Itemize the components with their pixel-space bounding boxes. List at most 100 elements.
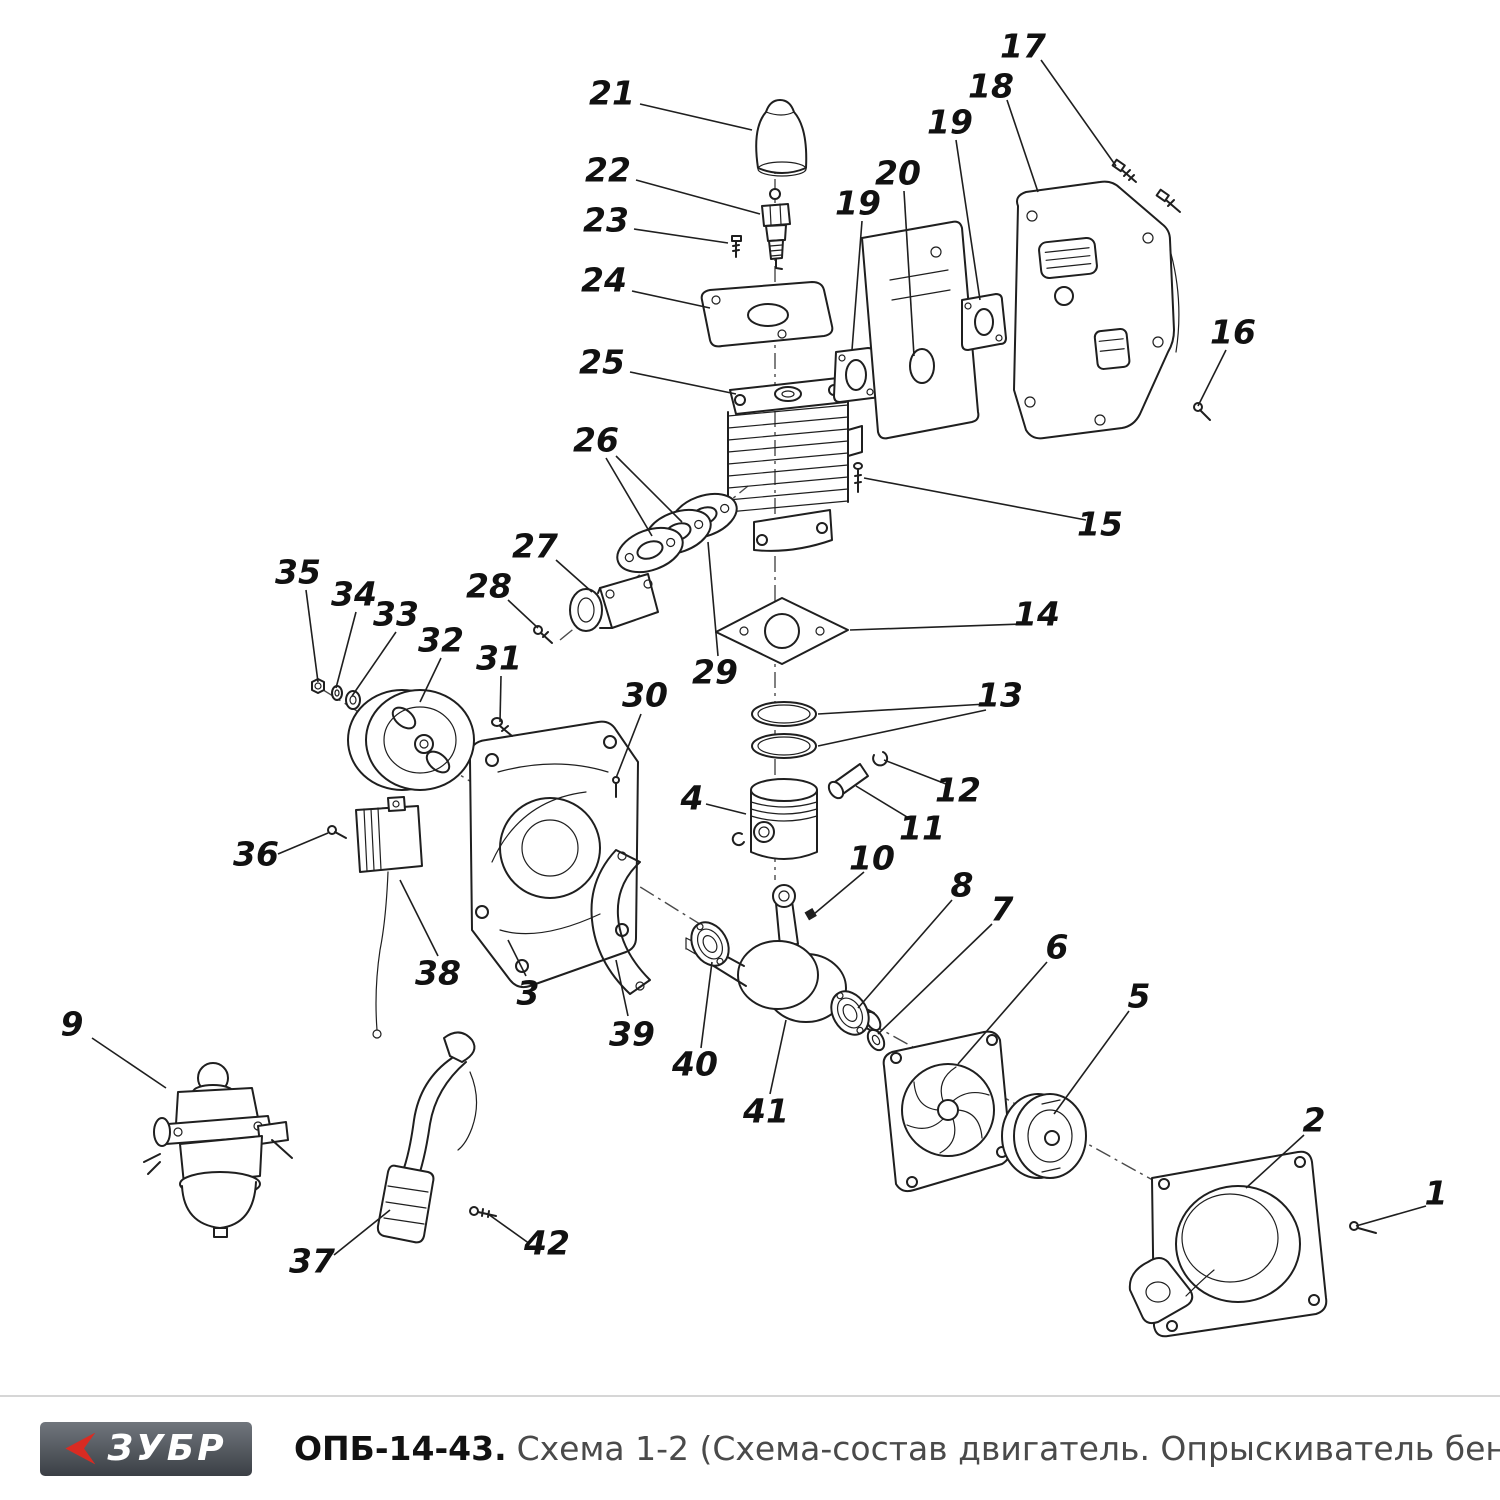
bearing-8 [830,990,870,1036]
part-number-label: 13 [977,676,1023,715]
part-number-label: 24 [581,261,627,300]
part-number-label: 19 [927,103,973,142]
part-number-label: 23 [583,201,629,240]
spark-plug [761,188,791,270]
leader-line [277,832,329,855]
muffler-plate [861,220,980,440]
leader-line [91,1037,167,1089]
cylinder-base-gasket [715,597,849,665]
bearing-40 [690,921,730,967]
starter-cup [1001,1093,1087,1179]
leader-lines [91,59,1427,1256]
leader-line [333,1209,391,1256]
screw-23 [731,235,742,258]
piston-pin [827,763,869,800]
leader-line [1040,59,1117,167]
part-number-label: 17 [1000,27,1046,66]
footer-caption: ОПБ-14-43.Схема 1-2 (Схема-состав двигат… [294,1429,1500,1468]
part-number-label: 39 [609,1015,655,1054]
leader-line [849,623,1024,631]
leader-line [700,961,713,1049]
leader-line [855,785,913,821]
leader-line [615,959,629,1017]
leader-line [813,871,865,915]
cylinder [727,377,863,552]
part-number-label: 40 [671,1045,718,1084]
zubr-logo: ЗУБР [40,1421,252,1476]
part-number-label: 1 [1425,1174,1448,1213]
part-number-label: 14 [1014,595,1060,634]
leader-line [1006,99,1039,193]
leader-line [507,599,539,629]
part-number-label: 15 [1077,505,1123,544]
leader-line [707,541,719,657]
spark-plug-cap [755,99,808,177]
leader-line [883,759,947,785]
part-number-label: 28 [466,567,512,606]
recoil-starter [1128,1150,1328,1338]
screw-36 [327,825,347,839]
zubr-arrow-icon [65,1432,96,1465]
part-number-label: 3 [517,974,540,1013]
leader-line [1355,1205,1427,1227]
part-number-label: 38 [415,954,461,993]
part-number-label: 34 [331,575,377,614]
leader-line [487,1213,531,1245]
part-number-label: 7 [991,890,1014,929]
screw-42 [469,1206,497,1218]
screw-31 [491,717,513,737]
part-number-label: 29 [692,653,738,692]
leader-line [629,371,737,395]
piston [731,778,818,860]
part-number-label: 30 [622,676,668,715]
screw-17b [1155,188,1181,213]
footer-scheme-title: Схема 1-2 (Схема-состав двигатель. Опрыс… [516,1429,1500,1468]
part-number-label: 37 [289,1242,335,1281]
leader-line [877,923,993,1035]
leader-line [615,455,683,523]
part-number-label: 33 [373,595,419,634]
crankcase-gasket [590,849,651,995]
part-number-label: 27 [512,527,558,566]
part-number-label: 2 [1303,1101,1326,1140]
fuel-pickup [376,1031,478,1244]
part-number-label: 5 [1128,977,1151,1016]
muffler-gasket-right [961,293,1007,351]
part-number-label: 26 [573,421,619,460]
footer-model-code: ОПБ-14-43. [294,1429,507,1468]
intake-gaskets [616,492,738,574]
part-number-label: 16 [1210,313,1256,352]
footer-bar: ЗУБР ОПБ-14-43.Схема 1-2 (Схема-состав д… [0,1395,1500,1500]
part-number-label: 21 [589,74,635,113]
screw-16 [1193,402,1211,421]
leader-line [635,179,761,215]
part-number-label: 31 [476,639,522,678]
leader-line [817,709,987,747]
part-number-label: 18 [968,67,1014,106]
leader-line [863,477,1087,521]
part-number-label: 8 [951,866,974,905]
part-number-label: 19 [835,184,881,223]
leader-line [335,611,357,689]
leader-line [615,713,642,779]
part-number-label: 22 [585,151,631,190]
leader-line [419,657,442,703]
crankcase-half [468,720,639,989]
part-number-label: 32 [418,621,464,660]
leader-line [705,803,747,815]
ignition-coil [355,796,423,1039]
part-number-label: 12 [935,771,981,810]
leader-line [817,703,987,715]
carburetor [143,1062,293,1238]
leader-line [1053,1010,1130,1115]
washer-33 [345,690,361,710]
leader-line [769,1019,787,1095]
leader-line [639,103,753,131]
flywheel-nut [311,678,325,694]
leader-line [1197,349,1227,407]
leader-line [631,290,711,309]
part-number-label: 35 [275,553,321,592]
leader-line [633,228,729,244]
